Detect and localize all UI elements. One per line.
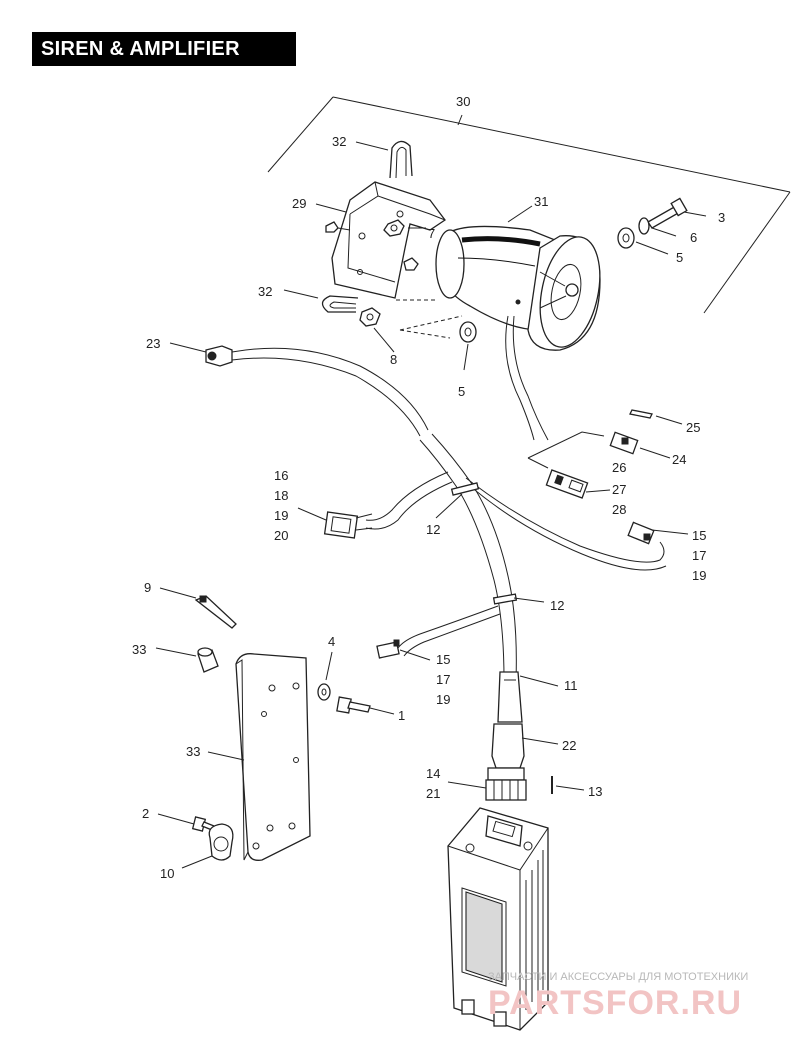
callout-17-lower: 17 (436, 672, 450, 687)
washer-5-lower (459, 321, 477, 343)
callout-25: 25 (686, 420, 700, 435)
callout-31: 31 (534, 194, 548, 209)
callout-16: 16 (274, 468, 288, 483)
callout-26: 26 (612, 460, 626, 475)
callout-19-lower: 19 (436, 692, 450, 707)
callout-3: 3 (718, 210, 725, 225)
callout-32-lower: 32 (258, 284, 272, 299)
callout-21: 21 (426, 786, 440, 801)
callout-12-upper: 12 (426, 522, 440, 537)
callout-2: 2 (142, 806, 149, 821)
callout-23: 23 (146, 336, 160, 351)
callout-10: 10 (160, 866, 174, 881)
callout-33-spacer: 33 (132, 642, 146, 657)
watermark: ЗАПЧАСТИ И АКСЕССУАРЫ ДЛЯ МОТОТЕХНИКИ PA… (488, 971, 748, 1022)
spacer-33 (197, 647, 219, 673)
callout-4: 4 (328, 634, 335, 649)
bolt-1 (336, 696, 371, 714)
callout-14: 14 (426, 766, 440, 781)
callout-24: 24 (672, 452, 686, 467)
connector-27 (545, 469, 589, 499)
callout-19-right: 19 (692, 568, 706, 583)
callout-11: 11 (564, 678, 578, 693)
washer-4 (317, 683, 331, 701)
callout-28: 28 (612, 502, 626, 517)
callout-5-upper: 5 (676, 250, 683, 265)
callout-19-upper: 19 (274, 508, 288, 523)
callout-17-right: 17 (692, 548, 706, 563)
callout-18: 18 (274, 488, 288, 503)
wiring-harness (205, 345, 667, 801)
cable-tie-9 (194, 595, 237, 629)
nut-8 (359, 307, 381, 327)
callout-12-lower: 12 (550, 598, 564, 613)
callout-27: 27 (612, 482, 626, 497)
callout-32-top: 32 (332, 134, 346, 149)
connector-24 (609, 431, 639, 455)
u-bolt-top (389, 140, 413, 179)
bolt-3 (647, 197, 688, 229)
callout-20: 20 (274, 528, 288, 543)
callout-7: 7 (428, 226, 435, 241)
bracket-bolt-left (325, 221, 339, 233)
clamp-10 (208, 823, 234, 861)
bolt-2 (191, 816, 215, 832)
callout-5-lower: 5 (458, 384, 465, 399)
callout-22: 22 (562, 738, 576, 753)
siren-bracket (331, 181, 446, 299)
nut-7 (383, 219, 405, 237)
callout-29: 29 (292, 196, 306, 211)
callout-8: 8 (390, 352, 397, 367)
callout-30: 30 (456, 94, 470, 109)
callout-15-right: 15 (692, 528, 706, 543)
u-bolt-lower (321, 295, 359, 313)
callout-9: 9 (144, 580, 151, 595)
terminal-25 (629, 409, 653, 419)
watermark-caption: ЗАПЧАСТИ И АКСЕССУАРЫ ДЛЯ МОТОТЕХНИКИ (488, 971, 748, 983)
siren-speaker (435, 225, 601, 351)
page-title: SIREN & AMPLIFIER (32, 32, 296, 66)
siren-wires (505, 315, 549, 441)
callout-labels: 30 32 29 31 3 7 6 5 32 8 5 23 25 26 24 2… (132, 94, 725, 881)
amplifier-module (447, 807, 549, 1031)
siren-assembly-outline (267, 96, 791, 314)
connector-guide (527, 431, 605, 469)
callout-33-plate: 33 (186, 744, 200, 759)
washer-5-upper (617, 227, 635, 249)
callout-1: 1 (398, 708, 405, 723)
callout-13: 13 (588, 784, 602, 799)
callout-15-lower: 15 (436, 652, 450, 667)
bracket-nut (403, 257, 419, 271)
watermark-site: PARTSFOR.RU (488, 984, 742, 1022)
callout-leaders (155, 141, 707, 869)
callout-6: 6 (690, 230, 697, 245)
mounting-plate (235, 653, 311, 861)
washer-6 (638, 217, 650, 235)
